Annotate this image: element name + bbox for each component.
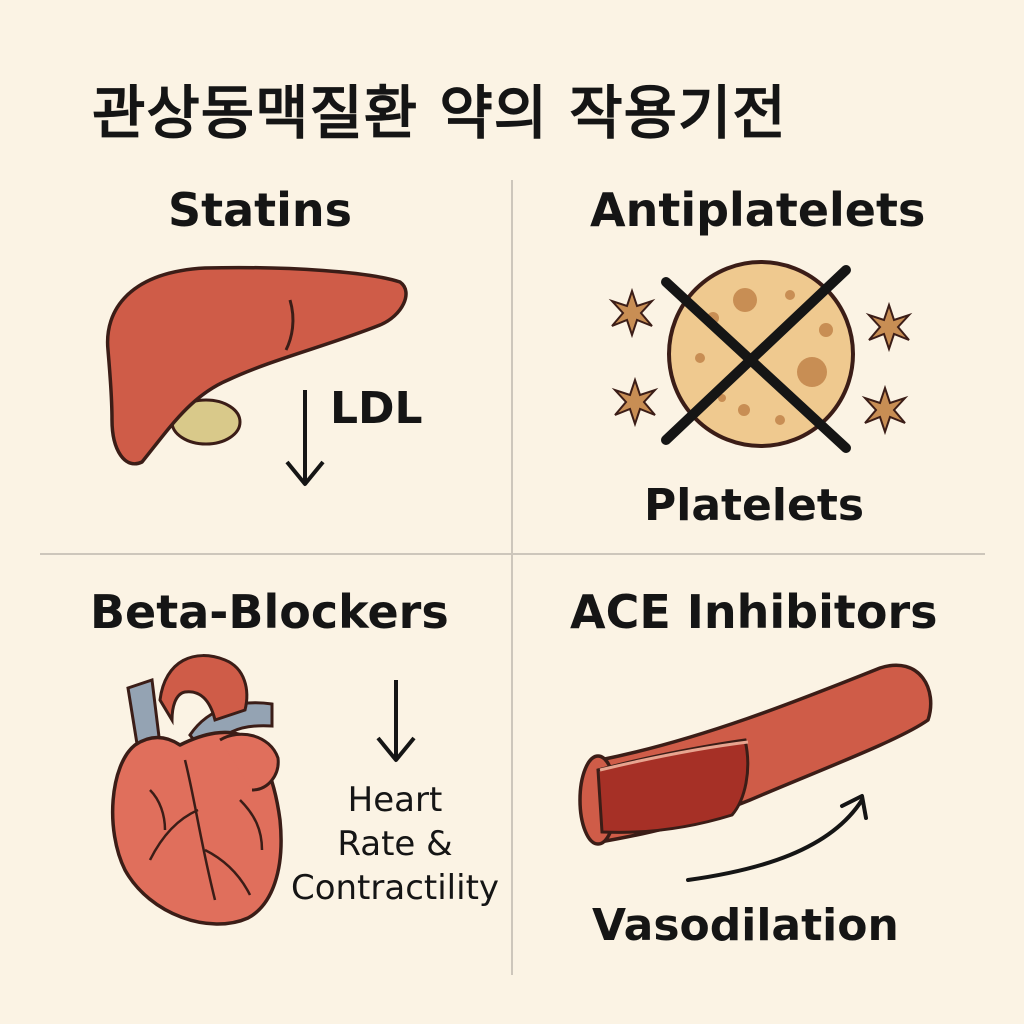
ace-inhibitors-heading: ACE Inhibitors [570,585,938,639]
heart-rate-line-1: Heart [347,780,443,820]
horizontal-divider [40,553,985,555]
heart-rate-label: Heart Rate & Contractility [290,778,500,910]
page-title: 관상동맥질환 약의 작용기전 [92,79,787,147]
down-arrow-icon [285,390,325,486]
statins-heading: Statins [168,183,353,237]
down-arrow-icon [376,680,416,762]
cross-mark-icon [661,265,851,453]
liver-icon [105,265,408,466]
antiplatelets-heading: Antiplatelets [590,183,926,237]
heart-rate-line-2: Rate & [337,824,453,864]
activated-platelet-icon [608,287,913,436]
heart-rate-line-3: Contractility [290,868,500,908]
ldl-label: LDL [330,383,423,434]
beta-blockers-heading: Beta-Blockers [90,585,449,639]
heart-icon [110,654,283,926]
platelets-label: Platelets [644,480,865,531]
vasodilation-label: Vasodilation [592,900,899,951]
vertical-divider [511,180,513,975]
